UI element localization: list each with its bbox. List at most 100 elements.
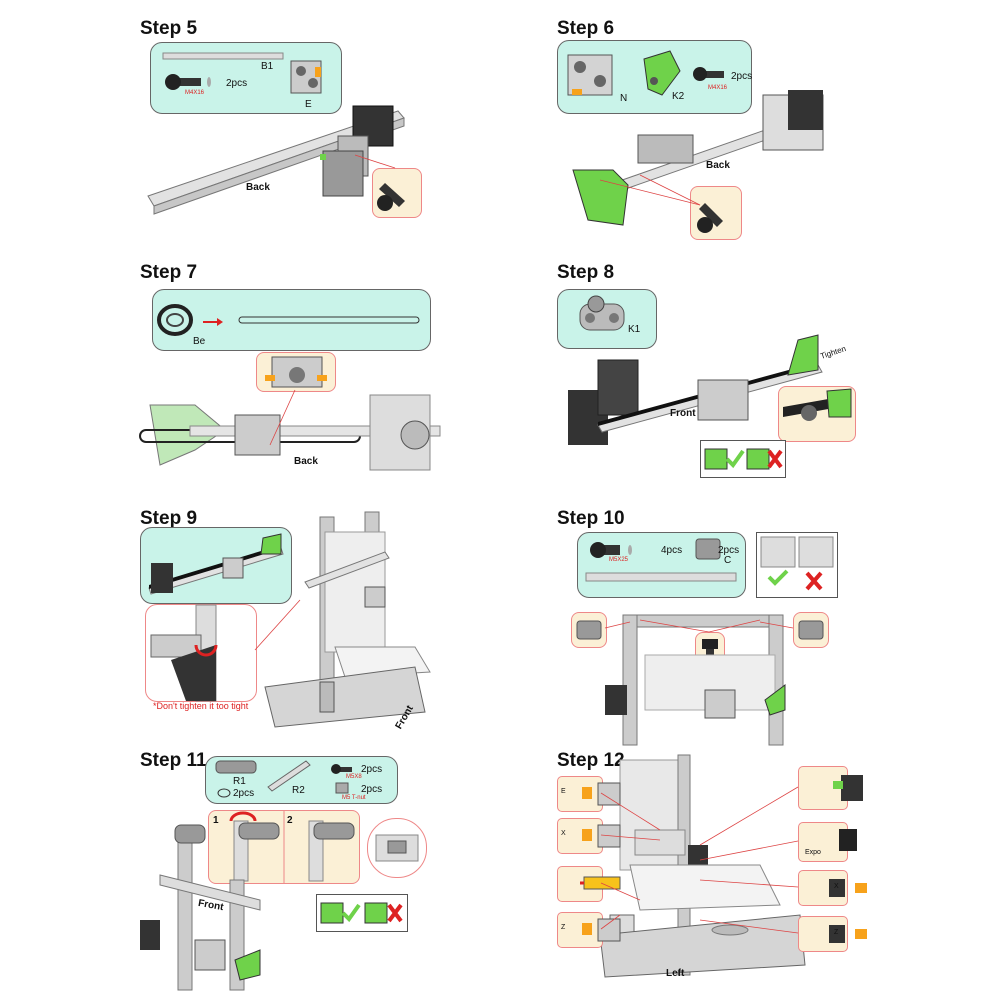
extruder-callout [798, 766, 863, 810]
label-r2: R2 [292, 785, 305, 796]
bracket-detail-icon [150, 604, 218, 702]
label-e: E [305, 99, 312, 110]
label-expo: Expo [805, 849, 821, 856]
extruder-icon [833, 775, 863, 801]
screw-tnut-rail-icon [585, 538, 737, 582]
step-7-parts-panel: Be [152, 289, 431, 351]
step-8-title: Step 8 [557, 262, 615, 283]
port-z-callout: Z [557, 912, 621, 948]
step-9-title: Step 9 [140, 508, 198, 529]
step-10-title: Step 10 [557, 508, 625, 529]
endstop-z-icon [829, 925, 867, 943]
label-panel-2: 2 [287, 815, 293, 826]
step-11-zoom-callout [367, 818, 427, 878]
label-c: C [724, 555, 732, 566]
label-r1: R1 [233, 776, 246, 787]
belt-clamp-icon [783, 388, 852, 421]
step-5-assembly-illustration [147, 105, 405, 215]
step-10-frame-illustration [605, 614, 786, 746]
step-9-printer-illustration [264, 511, 431, 728]
label-be: Be [193, 336, 206, 347]
label-m4x16: M4X16 [185, 90, 205, 96]
label-front: Front [670, 408, 696, 419]
tnut-icon [576, 620, 602, 640]
label-k2: K2 [672, 91, 685, 102]
step-10-check-panel [756, 532, 838, 598]
step-10-right-callout [793, 612, 829, 648]
endstop-x-callout: X [798, 870, 867, 906]
correct-incorrect-icon [704, 448, 783, 470]
plate-n-k2-icon [567, 50, 724, 96]
label-note: *Don't tighten it too tight [153, 701, 249, 711]
step-8-parts-panel: K1 [557, 289, 657, 349]
step-8-check-panel [700, 440, 786, 478]
step-9-parts-panel [140, 527, 292, 604]
motor-e-icon [582, 782, 621, 806]
step-11-procedure-callout: 1 2 [208, 810, 360, 884]
step-8-assembly-illustration [568, 334, 823, 445]
spool-holder-parts-icon [215, 760, 352, 798]
label-port-z: Z [561, 924, 566, 931]
x-axis-mini-icon [148, 533, 284, 595]
expo-callout: Expo [798, 822, 857, 862]
expo-icon [839, 829, 857, 851]
label-panel-1: 1 [213, 815, 219, 826]
label-m5x8-qty: 2pcs [361, 764, 383, 775]
label-tnut: M5 T-nut [342, 795, 366, 801]
step-10-left-callout [571, 612, 607, 648]
step-6-assembly-illustration [572, 90, 824, 226]
step-7-assembly-illustration [139, 394, 441, 471]
label-m5x8: M5X8 [346, 774, 362, 780]
tnut-icon [798, 620, 824, 640]
screw-icon [697, 203, 723, 233]
step-11-printer-illustration [140, 824, 261, 991]
label-m5x25: M5X25 [609, 557, 629, 563]
step-5-screw-callout [372, 168, 422, 218]
label-back: Back [294, 456, 318, 467]
rail-b1-icon [162, 52, 322, 94]
step-5-parts-panel: B1 M4X16 2pcs E [150, 42, 342, 114]
label-back: Back [706, 160, 730, 171]
step-11-check-panel [316, 894, 408, 932]
step-11-parts-panel: R1 2pcs R2 M5X8 2pcs M5 T-nut 2pcs [205, 756, 398, 804]
label-qty4: 4pcs [661, 545, 683, 556]
correct-incorrect-icon [760, 536, 834, 591]
step-9-detail-callout [145, 604, 257, 702]
step-6-screw-callout [690, 186, 742, 240]
power-callout [557, 866, 621, 902]
label-n: N [620, 93, 628, 104]
label-qty: 2pcs [226, 78, 248, 89]
tnut-detail-icon [375, 834, 419, 862]
label-endstop-z: Z [834, 929, 839, 936]
step-8-detail-callout [778, 386, 856, 442]
label-qty2: 2pcs [718, 545, 740, 556]
port-x-callout: X [557, 818, 621, 854]
step-11-title: Step 11 [140, 750, 207, 771]
belt-icon [157, 304, 420, 336]
step-7-title: Step 7 [140, 262, 198, 283]
label-tnut-qty: 2pcs [361, 784, 383, 795]
label-port-x: X [561, 830, 566, 837]
endstop-x-icon [829, 879, 867, 897]
label-port-e: E [561, 788, 566, 795]
label-k1: K1 [628, 324, 641, 335]
label-m4x16: M4X16 [708, 85, 728, 91]
spool-assembly-icon [229, 811, 355, 883]
step-7-detail-callout [256, 352, 336, 392]
endstop-z-callout: Z [798, 916, 867, 952]
label-qty: 2pcs [731, 71, 753, 82]
label-endstop-x: X [834, 883, 839, 890]
step-6-parts-panel: N K2 2pcs M4X16 [557, 40, 752, 114]
step-12-title: Step 12 [557, 750, 625, 771]
step-12-printer-illustration [599, 754, 806, 978]
step-5-title: Step 5 [140, 18, 198, 39]
step-6-title: Step 6 [557, 18, 615, 39]
step-10-parts-panel: M5X25 4pcs 2pcs C [577, 532, 746, 598]
label-r1-qty: 2pcs [233, 788, 255, 799]
idler-k1-icon [579, 295, 625, 331]
correct-incorrect-icon [320, 902, 403, 924]
label-b1: B1 [261, 61, 274, 72]
label-back: Back [246, 182, 270, 193]
pulley-detail-icon [265, 356, 327, 388]
